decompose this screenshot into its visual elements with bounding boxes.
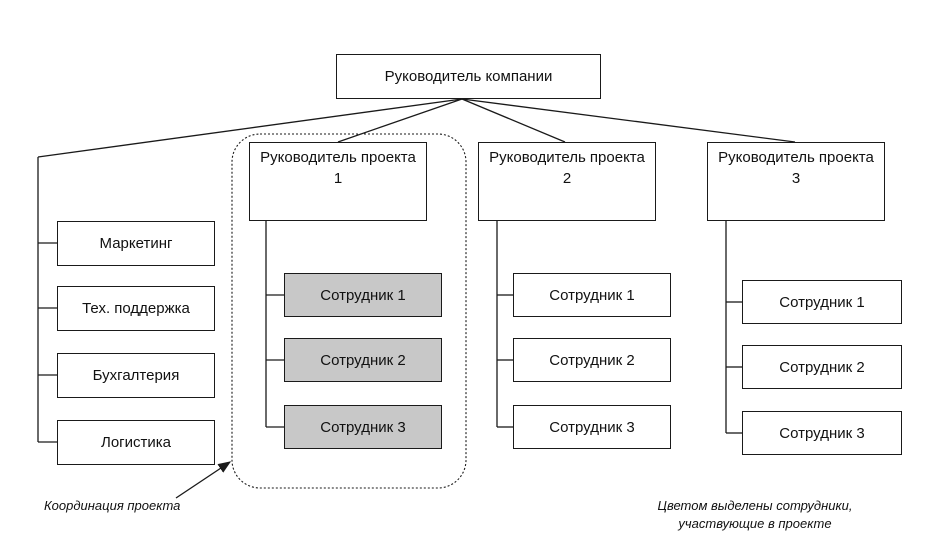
legend-note: Цветом выделены сотрудники, участвующие …: [610, 497, 900, 533]
project-manager-label: Руководитель проекта: [718, 149, 874, 166]
employee-label: Сотрудник 1: [320, 286, 406, 304]
employee-label: Сотрудник 2: [320, 351, 406, 369]
coordination-arrow: [175, 461, 232, 499]
project-2-employee-box-2: Сотрудник 2: [513, 338, 671, 382]
project-manager-box-1: Руководитель проекта 1: [249, 142, 427, 221]
employee-label: Сотрудник 3: [549, 418, 635, 436]
legend-line-2: участвующие в проекте: [678, 516, 832, 531]
connector-ceo-departments: [37, 98, 463, 158]
project-2-employee-box-1: Сотрудник 1: [513, 273, 671, 317]
project-coordination-frame: [231, 133, 467, 489]
project-manager-box-3: Руководитель проекта 3: [707, 142, 885, 221]
project-3-employee-box-1: Сотрудник 1: [742, 280, 902, 324]
connector-ceo-project-2: [461, 98, 566, 143]
employee-label: Сотрудник 1: [779, 293, 865, 311]
employee-label: Сотрудник 2: [549, 351, 635, 369]
project-3-employee-box-2: Сотрудник 2: [742, 345, 902, 389]
department-box-marketing: Маркетинг: [57, 221, 215, 266]
department-label: Бухгалтерия: [92, 367, 180, 384]
project-manager-number: 2: [562, 170, 572, 187]
project-manager-box-2: Руководитель проекта 2: [478, 142, 656, 221]
legend-line-1: Цветом выделены сотрудники,: [657, 498, 853, 513]
department-box-logistics: Логистика: [57, 420, 215, 465]
connector-ceo-project-1: [337, 98, 463, 143]
department-label: Логистика: [100, 434, 172, 451]
employee-label: Сотрудник 3: [779, 424, 865, 442]
department-box-support: Тех. поддержка: [57, 286, 215, 331]
employee-label: Сотрудник 3: [320, 418, 406, 436]
project-manager-number: 1: [333, 170, 343, 187]
department-box-accounting: Бухгалтерия: [57, 353, 215, 398]
employee-label: Сотрудник 2: [779, 358, 865, 376]
project-manager-number: 3: [791, 170, 801, 187]
project-manager-label: Руководитель проекта: [260, 149, 416, 166]
project-2-employee-box-3: Сотрудник 3: [513, 405, 671, 449]
ceo-label: Руководитель компании: [384, 68, 553, 85]
project-3-employee-box-3: Сотрудник 3: [742, 411, 902, 455]
coordination-label: Координация проекта: [44, 497, 180, 515]
project-1-employee-box-1: Сотрудник 1: [284, 273, 442, 317]
department-label: Маркетинг: [99, 235, 173, 252]
coordination-label-text: Координация проекта: [44, 498, 181, 513]
employee-label: Сотрудник 1: [549, 286, 635, 304]
project-1-employee-box-3: Сотрудник 3: [284, 405, 442, 449]
project-1-employee-box-2: Сотрудник 2: [284, 338, 442, 382]
project-manager-label: Руководитель проекта: [489, 149, 645, 166]
ceo-box: Руководитель компании: [336, 54, 601, 99]
department-label: Тех. поддержка: [82, 300, 190, 317]
connector-ceo-project-3: [461, 98, 796, 143]
